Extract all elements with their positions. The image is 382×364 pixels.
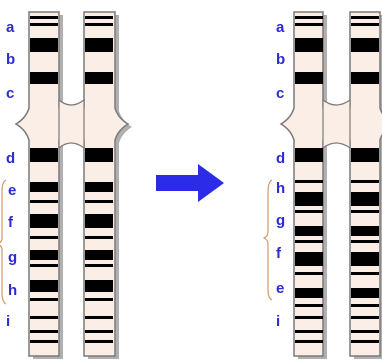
dark-band <box>295 38 323 52</box>
label-before-b: b <box>6 51 15 68</box>
dark-band <box>295 23 323 26</box>
label-after-d: d <box>276 150 285 167</box>
dark-band <box>295 304 323 307</box>
dark-band <box>85 264 113 267</box>
label-before-a: a <box>6 19 15 36</box>
dark-band <box>351 180 379 183</box>
label-after-e: e <box>276 280 284 297</box>
label-after-b: b <box>276 51 285 68</box>
dark-band <box>295 72 323 84</box>
dark-band <box>85 298 113 301</box>
label-after-a: a <box>276 19 285 36</box>
chromosome-after-bands <box>295 16 379 343</box>
dark-band <box>85 250 113 260</box>
dark-band <box>295 330 323 333</box>
dark-band <box>85 340 113 343</box>
dark-band <box>85 16 113 19</box>
dark-band <box>30 148 58 162</box>
dark-band <box>30 16 58 19</box>
dark-band <box>351 38 379 52</box>
dark-band <box>351 240 379 243</box>
dark-band <box>351 304 379 307</box>
right-arrow-icon <box>156 164 224 202</box>
label-before-f: f <box>8 214 14 231</box>
dark-band <box>30 264 58 267</box>
dark-band <box>351 192 379 206</box>
dark-band <box>351 16 379 19</box>
dark-band <box>351 23 379 26</box>
dark-band <box>85 72 113 84</box>
dark-band <box>295 240 323 243</box>
dark-band <box>85 38 113 52</box>
dark-band <box>295 210 323 213</box>
bracket-after <box>262 179 273 301</box>
label-after-i: i <box>276 313 280 330</box>
dark-band <box>295 148 323 162</box>
dark-band <box>351 226 379 236</box>
dark-band <box>351 72 379 84</box>
dark-band <box>295 180 323 183</box>
dark-band <box>30 250 58 260</box>
dark-band <box>351 148 379 162</box>
dark-band <box>295 226 323 236</box>
dark-band <box>85 182 113 192</box>
dark-band <box>85 23 113 26</box>
dark-band <box>351 340 379 343</box>
dark-band <box>85 214 113 228</box>
label-after-c: c <box>276 85 284 102</box>
dark-band <box>85 280 113 292</box>
dark-band <box>351 272 379 275</box>
chromosome-after <box>279 11 382 359</box>
dark-band <box>295 272 323 275</box>
label-before-c: c <box>6 85 14 102</box>
label-before-e: e <box>8 182 16 199</box>
dark-band <box>295 192 323 206</box>
dark-band <box>30 298 58 301</box>
labels-before: a b c d e f g h i <box>6 19 17 330</box>
label-after-h: h <box>276 180 285 197</box>
dark-band <box>30 340 58 343</box>
dark-band <box>85 236 113 239</box>
dark-band <box>30 280 58 292</box>
dark-band <box>30 330 58 333</box>
dark-band <box>351 288 379 298</box>
dark-band <box>30 182 58 192</box>
dark-band <box>30 23 58 26</box>
dark-band <box>351 316 379 319</box>
dark-band <box>295 288 323 298</box>
dark-band <box>295 16 323 19</box>
label-after-f: f <box>276 245 282 262</box>
bracket-before <box>0 179 7 305</box>
dark-band <box>30 38 58 52</box>
dark-band <box>85 330 113 333</box>
dark-band <box>30 200 58 203</box>
dark-band <box>85 316 113 319</box>
dark-band <box>85 200 113 203</box>
dark-band <box>30 316 58 319</box>
centromere <box>58 98 85 150</box>
dark-band <box>30 72 58 84</box>
chromosome-before-bands <box>30 16 113 343</box>
dark-band <box>295 340 323 343</box>
dark-band <box>30 214 58 228</box>
label-after-g: g <box>276 212 285 229</box>
label-before-d: d <box>6 150 15 167</box>
chromosome-before <box>14 11 132 359</box>
dark-band <box>30 236 58 239</box>
dark-band <box>351 330 379 333</box>
labels-after: a b c d h g f e i <box>276 19 285 330</box>
dark-band <box>85 148 113 162</box>
dark-band <box>351 252 379 266</box>
dark-band <box>295 316 323 319</box>
label-before-g: g <box>8 249 17 266</box>
label-before-h: h <box>8 282 17 299</box>
dark-band <box>295 252 323 266</box>
label-before-i: i <box>6 313 10 330</box>
centromere-after <box>322 98 351 150</box>
dark-band <box>351 210 379 213</box>
